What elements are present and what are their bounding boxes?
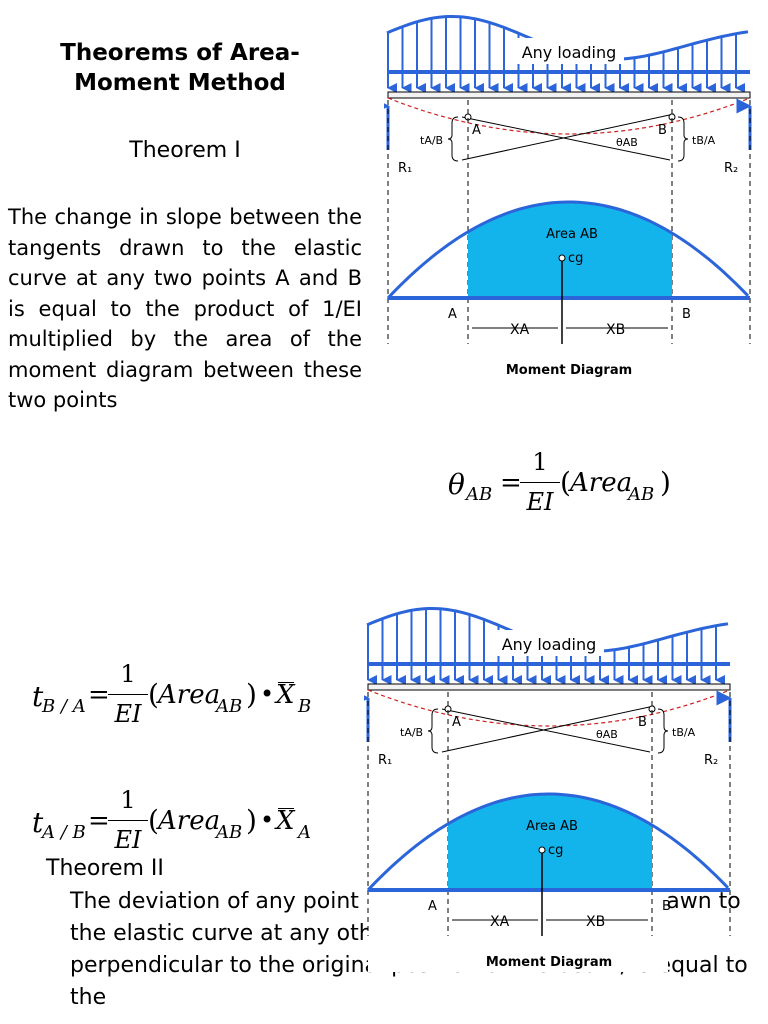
eq-tab-t: t — [32, 806, 44, 839]
moment-b-label: B — [682, 307, 691, 322]
moment-curve — [366, 792, 730, 892]
eq-tab-denominator: EI — [114, 826, 142, 854]
moment-a-label: A — [448, 307, 457, 322]
tangent-at-a — [461, 116, 671, 161]
eq-tba-equals: = — [88, 680, 110, 710]
eq-tab-xbar-line — [278, 808, 294, 809]
eq-tba-sub: B / A — [42, 696, 86, 717]
beam — [367, 683, 731, 691]
eq-area: Area — [570, 468, 633, 498]
beam — [387, 91, 751, 99]
brace-t-ab — [447, 116, 459, 162]
theorem-1-text: The change in slope between the tangents… — [8, 205, 362, 412]
eq-tab-close-paren: ) — [246, 804, 257, 837]
moment-area-ab — [468, 202, 672, 298]
eq-tab-equals: = — [88, 806, 110, 836]
eq-tab-numerator: 1 — [120, 786, 136, 814]
eq-equals: = — [500, 468, 522, 498]
eq-tab-fraction-bar — [108, 820, 148, 821]
eq-tab-x-sub: A — [298, 822, 311, 843]
eq-tba-x: X — [276, 680, 295, 710]
tangent-at-b — [461, 113, 675, 161]
cg-marker — [558, 254, 566, 262]
loading-label: Any loading — [502, 635, 597, 654]
theorem-2-heading: Theorem II — [46, 856, 164, 881]
theorem-1-heading: Theorem I — [129, 138, 241, 163]
loading-label: Any loading — [522, 43, 617, 62]
eq-area-sub: AB — [628, 484, 655, 505]
eq-tba-fraction-bar — [108, 694, 148, 695]
eq-denominator: EI — [526, 488, 554, 516]
tangent-at-b — [441, 705, 655, 753]
eq-fraction-bar — [520, 482, 560, 483]
xa-label: XA — [490, 914, 510, 930]
figure-2-backdrop — [368, 888, 668, 972]
eq-tba-dot: • — [260, 680, 275, 708]
xb-label: XB — [606, 322, 625, 338]
point-a-label: A — [452, 715, 461, 730]
cg-marker — [538, 846, 546, 854]
moment-b-label: B — [662, 899, 671, 914]
r1-label: R₁ — [378, 753, 392, 768]
brace-t-ba — [677, 116, 689, 162]
moment-area-ab — [448, 794, 652, 890]
brace-t-ba — [657, 708, 669, 754]
cg-label: cg — [548, 843, 563, 858]
t-ba-label: tB/A — [692, 134, 716, 147]
eq-tab-area: Area — [158, 806, 221, 836]
brace-t-ab — [427, 708, 439, 754]
eq-tba-t: t — [32, 680, 44, 713]
loading-label-bg — [514, 38, 624, 64]
xb-label: XB — [586, 914, 605, 930]
eq-tba-xbar-line — [278, 682, 294, 683]
moment-diagram-caption: Moment Diagram — [486, 955, 612, 970]
equation-tba: t B / A = 1 EI ( Area AB ) • X B — [32, 660, 332, 740]
loading-label-bg — [494, 630, 604, 656]
eq-tba-numerator: 1 — [120, 660, 136, 688]
eq-tab-dot: • — [260, 806, 275, 834]
eq-tba-close-paren: ) — [246, 678, 257, 711]
eq-tba-open-paren: ( — [148, 678, 159, 711]
tangent-at-a — [441, 708, 651, 753]
theta-ab-label: θAB — [596, 728, 618, 741]
eq-close-paren: ) — [660, 466, 671, 499]
theta-ab-label: θAB — [616, 136, 638, 149]
eq-theta-sub: AB — [466, 484, 493, 505]
eq-tba-x-sub: B — [298, 696, 312, 717]
r1-label: R₁ — [398, 161, 412, 176]
r2-label: R₂ — [704, 753, 718, 768]
eq-open-paren: ( — [560, 466, 571, 499]
r2-label: R₂ — [724, 161, 738, 176]
moment-curve — [386, 200, 750, 300]
eq-numerator: 1 — [532, 448, 548, 476]
moment-diagram-caption: Moment Diagram — [506, 363, 632, 378]
equation-tab: t A / B = 1 EI ( Area AB ) • X A — [32, 786, 332, 866]
t-ab-label: tA/B — [400, 726, 423, 739]
area-ab-label: Area AB — [546, 227, 598, 242]
point-b-label: B — [658, 123, 667, 138]
t-ab-label: tA/B — [420, 134, 443, 147]
eq-theta-symbol: θ — [448, 468, 465, 501]
equation-theta: θ AB = 1 EI ( Area AB ) — [448, 448, 678, 528]
slide-title: Theorems of Area-Moment Method — [60, 40, 300, 96]
eq-tab-sub: A / B — [42, 822, 86, 843]
eq-tab-open-paren: ( — [148, 804, 159, 837]
area-ab-label: Area AB — [526, 819, 578, 834]
elastic-curve — [387, 97, 751, 135]
eq-tab-area-sub: AB — [216, 822, 243, 843]
eq-tab-x: X — [276, 806, 295, 836]
moment-a-label: A — [428, 899, 437, 914]
cg-label: cg — [568, 251, 583, 266]
eq-tba-area: Area — [158, 680, 221, 710]
elastic-curve — [367, 689, 731, 727]
eq-tba-area-sub: AB — [216, 696, 243, 717]
point-a-label: A — [472, 123, 481, 138]
xa-label: XA — [510, 322, 530, 338]
eq-tba-denominator: EI — [114, 700, 142, 728]
t-ba-label: tB/A — [672, 726, 696, 739]
point-b-label: B — [638, 715, 647, 730]
